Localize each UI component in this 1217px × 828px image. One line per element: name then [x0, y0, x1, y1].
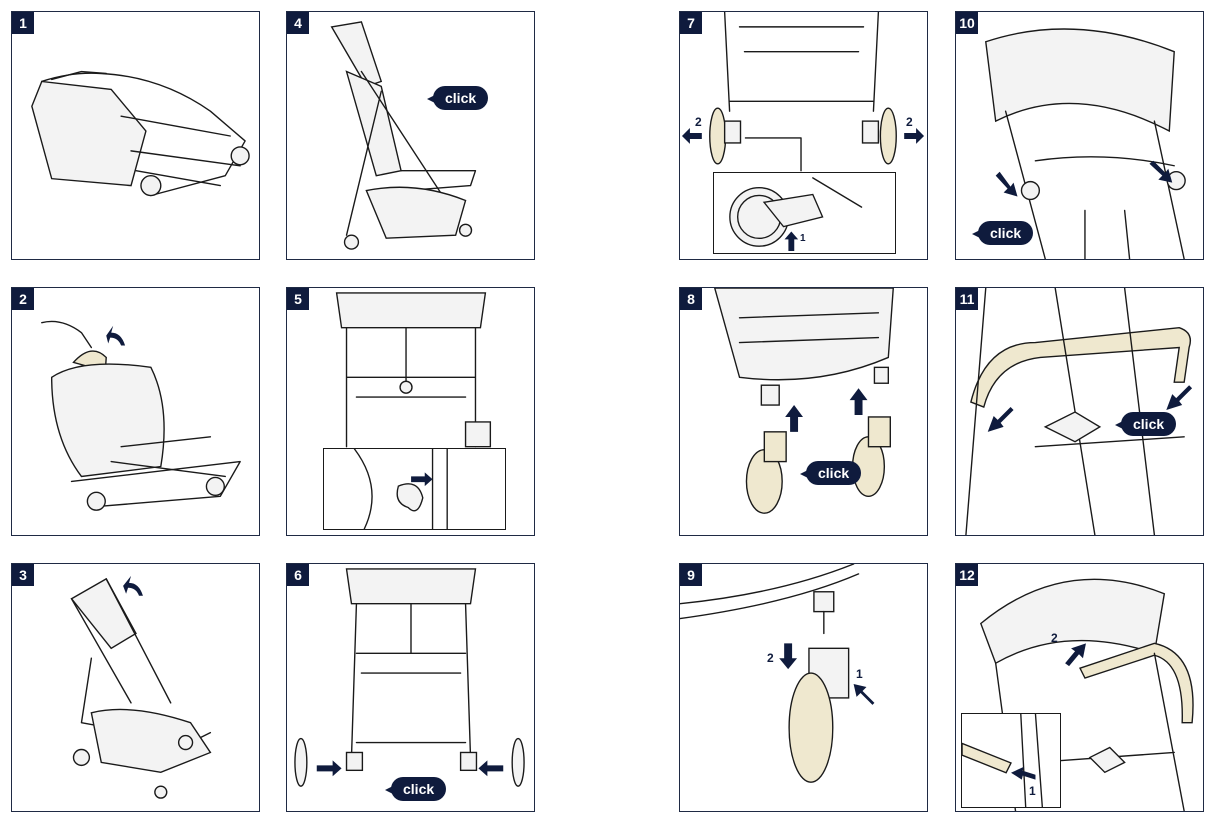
- folded-stroller-illustration: [31, 70, 250, 197]
- remove-front-wheel-illustration: [680, 564, 875, 783]
- lock-detail-illustration: [353, 449, 448, 529]
- step-number: 10: [956, 12, 978, 34]
- detail-inset: 1: [713, 172, 896, 254]
- attach-bumper-bar-illustration: [965, 288, 1193, 535]
- step-panel-10: 10 click: [955, 11, 1204, 260]
- step-number: 3: [12, 564, 34, 586]
- step-panel-7: 7 2 2 1: [679, 11, 928, 260]
- step-label: 2: [695, 115, 702, 129]
- step-number: 1: [12, 12, 34, 34]
- step-panel-8: 8 click: [679, 287, 928, 536]
- step-number: 6: [287, 564, 309, 586]
- step-number: 4: [287, 12, 309, 34]
- rear-frame-lock-illustration: [335, 292, 492, 448]
- step-number: 9: [680, 564, 702, 586]
- step-number: 12: [956, 564, 978, 586]
- step-panel-9: 9 2 1: [679, 563, 928, 812]
- click-callout: click: [971, 221, 1034, 245]
- click-callout: click: [799, 461, 862, 485]
- step-panel-2: 2: [11, 287, 260, 536]
- attach-canopy-illustration: [984, 28, 1186, 259]
- step-panel-3: 3: [11, 563, 260, 812]
- step-panel-5: 5: [286, 287, 535, 536]
- step-panel-12: 12 2 1: [955, 563, 1204, 812]
- remove-rear-wheels-illustration: [681, 12, 925, 172]
- step-panel-1: 1: [11, 11, 260, 260]
- step-number: 7: [680, 12, 702, 34]
- detail-inset: [323, 448, 506, 530]
- click-callout: click: [1114, 412, 1177, 436]
- step-label: 1: [856, 667, 863, 681]
- click-callout: click: [384, 777, 447, 801]
- attach-front-wheels-illustration: [713, 288, 894, 514]
- step-number: 8: [680, 288, 702, 310]
- step-label: 2: [906, 115, 913, 129]
- step-panel-6: 6 click: [286, 563, 535, 812]
- step-label: 1: [800, 233, 806, 244]
- unfolded-stroller-side-illustration: [330, 21, 477, 250]
- step-panel-4: 4 click: [286, 11, 535, 260]
- click-callout: click: [426, 86, 489, 110]
- step-number: 11: [956, 288, 978, 310]
- step-panel-11: 11 click: [955, 287, 1204, 536]
- step-label: 1: [1029, 784, 1036, 798]
- unfold-handle-illustration: [41, 320, 241, 511]
- raise-backrest-illustration: [70, 575, 212, 799]
- detail-inset: 1: [961, 713, 1061, 808]
- bumper-release-detail-illustration: [962, 714, 1044, 807]
- attach-rear-wheels-illustration: [294, 568, 525, 787]
- step-number: 2: [12, 288, 34, 310]
- remove-bumper-bar-illustration: [979, 578, 1194, 811]
- wheel-release-detail-illustration: [729, 177, 863, 252]
- step-label: 2: [767, 651, 774, 665]
- step-number: 5: [287, 288, 309, 310]
- step-label: 2: [1051, 631, 1058, 645]
